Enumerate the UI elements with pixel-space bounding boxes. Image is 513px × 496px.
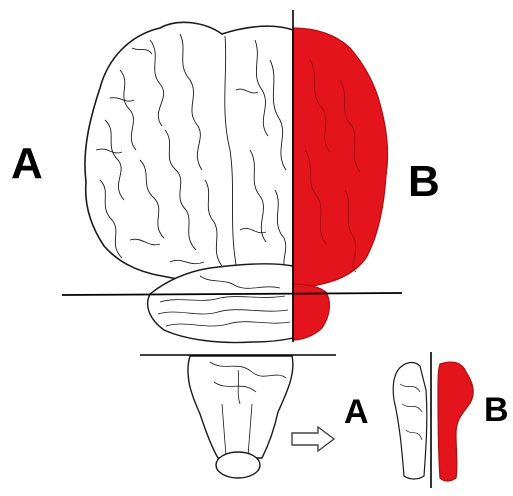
label-a-inset: A (344, 395, 369, 429)
medulla-tip (216, 452, 260, 478)
cerebellum-right-red (293, 284, 329, 340)
brainstem (188, 356, 293, 458)
outline-right-arrow-icon (292, 427, 334, 451)
label-a-main: A (11, 142, 43, 186)
label-b-inset: B (484, 393, 509, 427)
upper-horizontal-cut-line (62, 293, 402, 295)
right-cerebral-hemisphere (293, 28, 388, 288)
inset-left-part (393, 363, 427, 479)
inset-right-part-red (438, 362, 473, 481)
label-b-main: B (408, 160, 440, 204)
